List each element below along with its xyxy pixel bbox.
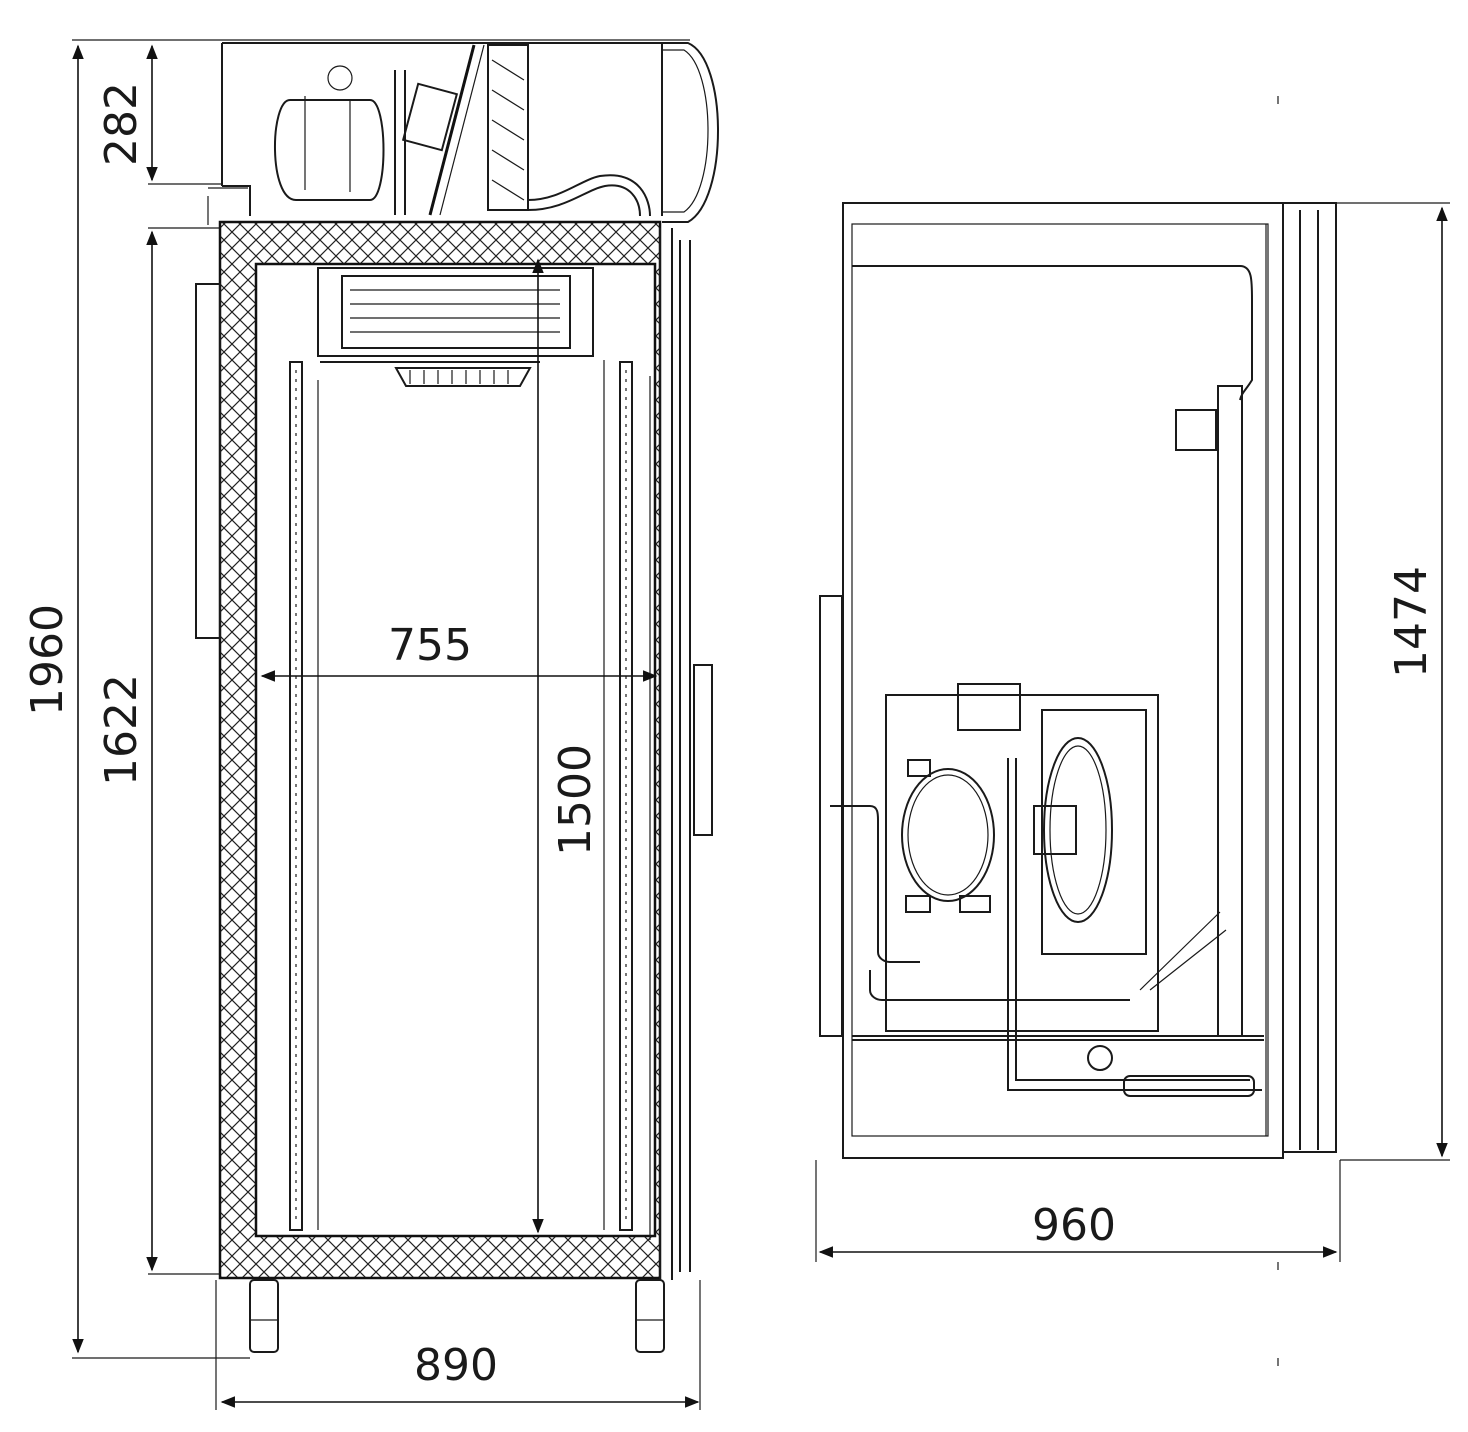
shelf-rail-left bbox=[289, 361, 303, 1231]
side-door bbox=[1283, 202, 1337, 1153]
dim-body-height-label: 1622 bbox=[96, 674, 147, 786]
leg-right bbox=[635, 1279, 665, 1353]
side-compressor bbox=[901, 759, 995, 913]
base-plate bbox=[885, 694, 1159, 1032]
shelf-rail-right bbox=[619, 361, 633, 1231]
dim-overall-height-label: 1960 bbox=[22, 604, 73, 716]
dim-inner-width-label: 755 bbox=[388, 620, 472, 671]
front-view bbox=[195, 42, 719, 1353]
dim-overall-width-label: 890 bbox=[414, 1340, 498, 1391]
top-unit-housing bbox=[221, 42, 663, 216]
drain-grille bbox=[394, 367, 532, 387]
dim-depth-label: 960 bbox=[1032, 1200, 1116, 1251]
top-unit-canopy bbox=[662, 42, 719, 223]
side-panel bbox=[195, 283, 221, 639]
top-compressor bbox=[273, 99, 385, 201]
evaporator-unit bbox=[317, 267, 594, 357]
door-profile bbox=[649, 228, 713, 1280]
side-view bbox=[819, 202, 1337, 1159]
dim-side-height-label: 1474 bbox=[1386, 566, 1437, 678]
side-heater bbox=[1217, 385, 1243, 1037]
dim-top-unit-height-label: 282 bbox=[96, 82, 147, 166]
dim-inner-height-label: 1500 bbox=[550, 744, 601, 856]
condenser-fan bbox=[1033, 737, 1113, 923]
leg-left bbox=[249, 1279, 279, 1353]
condenser-box bbox=[1041, 709, 1147, 955]
dimension-lines: 1960 282 1622 755 1500 890 960 1474 bbox=[22, 39, 1450, 1410]
top-relay bbox=[401, 82, 459, 152]
